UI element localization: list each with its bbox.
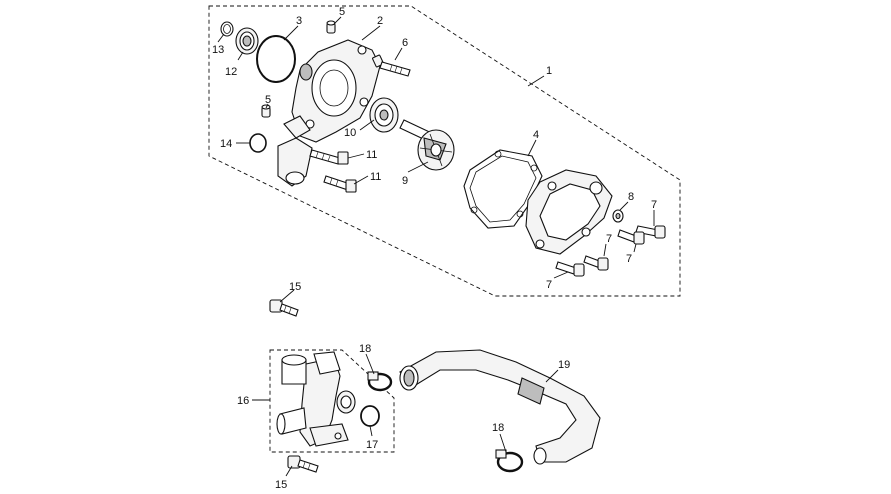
part-18-clamp-upper (367, 371, 393, 392)
part-5-dowel-lower (261, 104, 271, 118)
callout-7-d: 7 (546, 279, 552, 291)
callout-7-a: 7 (651, 199, 657, 211)
callout-18-lower: 18 (492, 422, 504, 434)
part-18-clamp-lower (495, 449, 524, 473)
part-12-bearing (235, 27, 259, 55)
callout-8: 8 (628, 191, 634, 203)
callout-2: 2 (377, 15, 383, 27)
callouts: 1 2 3 4 5 5 6 7 7 7 7 8 9 10 11 11 12 13… (212, 6, 657, 491)
callout-6: 6 (402, 37, 408, 49)
part-14-oring (249, 133, 267, 153)
callout-13: 13 (212, 44, 224, 56)
part-17-oring (360, 405, 380, 427)
callout-7-b: 7 (606, 233, 612, 245)
part-7-bolt-b (617, 229, 645, 245)
callout-5-lower: 5 (265, 94, 271, 106)
part-8-washer (612, 209, 624, 223)
callout-3: 3 (296, 15, 302, 27)
callout-16: 16 (237, 395, 249, 407)
part-5-dowel-upper (326, 20, 336, 34)
callout-15-lower: 15 (275, 479, 287, 491)
part-7-bolt-d (555, 261, 585, 277)
part-16-thermostat-housing (276, 351, 356, 447)
part-15-bolt-upper (269, 299, 299, 317)
callout-11-upper: 11 (366, 149, 377, 161)
callout-9: 9 (402, 175, 408, 187)
part-10-seal (369, 97, 399, 133)
part-2-pump-housing (277, 39, 381, 187)
callout-11-lower: 11 (370, 171, 381, 183)
part-6-bolt (372, 54, 411, 77)
callout-10: 10 (344, 127, 356, 139)
part-15-bolt-lower (287, 455, 319, 473)
callout-12: 12 (225, 66, 237, 78)
callout-1: 1 (546, 65, 552, 77)
assembly-1-boundary (208, 5, 681, 297)
part-1-pump-cover (525, 169, 613, 255)
part-11-bolt-lower (323, 175, 357, 193)
callout-7-c: 7 (626, 253, 632, 265)
part-7-bolt-c (583, 255, 609, 271)
part-3-large-oring (256, 35, 296, 83)
callout-5-upper: 5 (339, 6, 345, 18)
callout-4: 4 (533, 129, 539, 141)
callout-17: 17 (366, 439, 378, 451)
part-13-oring (220, 21, 234, 37)
callout-15-upper: 15 (289, 281, 301, 293)
callout-19: 19 (558, 359, 570, 371)
callout-14: 14 (220, 138, 232, 150)
part-4-gasket (463, 149, 543, 229)
part-7-bolt-a (635, 225, 666, 239)
part-9-impeller (399, 119, 455, 171)
assembly-16-boundary (269, 349, 395, 453)
part-11-bolt-upper (309, 149, 349, 165)
leader-lines (217, 16, 655, 477)
callout-18-upper: 18 (359, 343, 371, 355)
